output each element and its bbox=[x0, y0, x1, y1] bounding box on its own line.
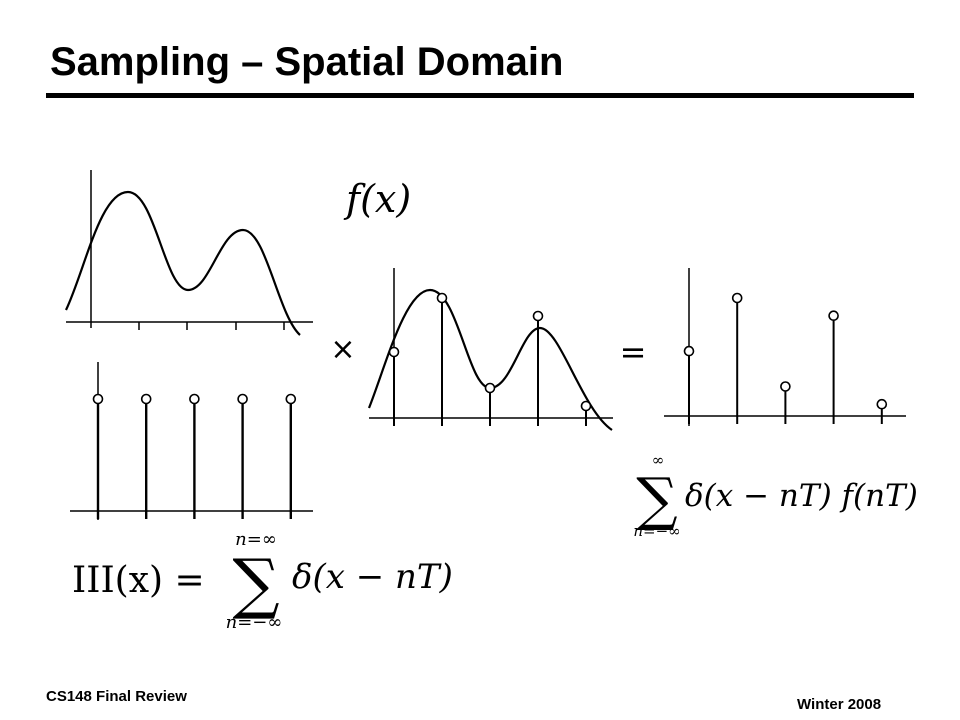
function-curve bbox=[65, 190, 301, 336]
comb-upper-limit: n=∞ bbox=[235, 529, 277, 550]
comb-lhs: III(x) = bbox=[72, 560, 205, 601]
result-samples-plot bbox=[664, 268, 906, 426]
footer-course: CS148 Final Review bbox=[46, 688, 187, 705]
comb-sample-point bbox=[140, 393, 152, 405]
comb-term: δ(x − nT) bbox=[292, 557, 453, 597]
function-plot bbox=[65, 170, 313, 336]
overlay-sample-point bbox=[388, 346, 400, 358]
footer-term: Winter 2008 bbox=[797, 696, 882, 713]
comb-sample-point bbox=[92, 393, 104, 405]
slide-title: Sampling – Spatial Domain bbox=[50, 40, 564, 84]
sampled-overlay-plot bbox=[367, 268, 613, 431]
comb-summation-symbol: ∑ bbox=[232, 545, 279, 622]
result-sample-point bbox=[683, 345, 695, 357]
product-equation: ∞ ∑ n=−∞ δ(x − nT) f(nT) bbox=[633, 451, 917, 540]
overlay-sample-point bbox=[484, 382, 496, 394]
overlay-sample-point bbox=[532, 310, 544, 322]
comb-impulses bbox=[92, 393, 297, 519]
comb-sample-point bbox=[285, 393, 297, 405]
overlay-sample-point bbox=[436, 292, 448, 304]
equals-symbol: = bbox=[620, 333, 647, 371]
product-upper-limit: ∞ bbox=[652, 451, 665, 469]
multiply-symbol: × bbox=[330, 332, 355, 367]
comb-lower-limit: n=−∞ bbox=[226, 612, 283, 633]
result-sample-point bbox=[731, 292, 743, 304]
result-sample-point bbox=[876, 398, 888, 410]
comb-equation: III(x) = n=∞ ∑ n=−∞ δ(x − nT) bbox=[72, 529, 453, 633]
comb-sample-point bbox=[237, 393, 248, 405]
result-samples bbox=[683, 292, 888, 424]
product-summation-symbol: ∑ bbox=[636, 465, 677, 533]
overlay-samples bbox=[388, 292, 592, 426]
function-ticks bbox=[138, 322, 285, 330]
overlay-sample-point bbox=[580, 400, 592, 412]
result-sample-point bbox=[828, 310, 839, 322]
result-sample-point bbox=[780, 381, 791, 392]
comb-sample-point bbox=[189, 393, 200, 405]
overlay-ticks bbox=[441, 418, 587, 426]
function-label: f(x) bbox=[343, 177, 411, 221]
comb-plot bbox=[70, 362, 313, 520]
product-term: δ(x − nT) f(nT) bbox=[685, 478, 918, 514]
product-lower-limit: n=−∞ bbox=[633, 522, 680, 540]
title-underline bbox=[46, 93, 914, 98]
